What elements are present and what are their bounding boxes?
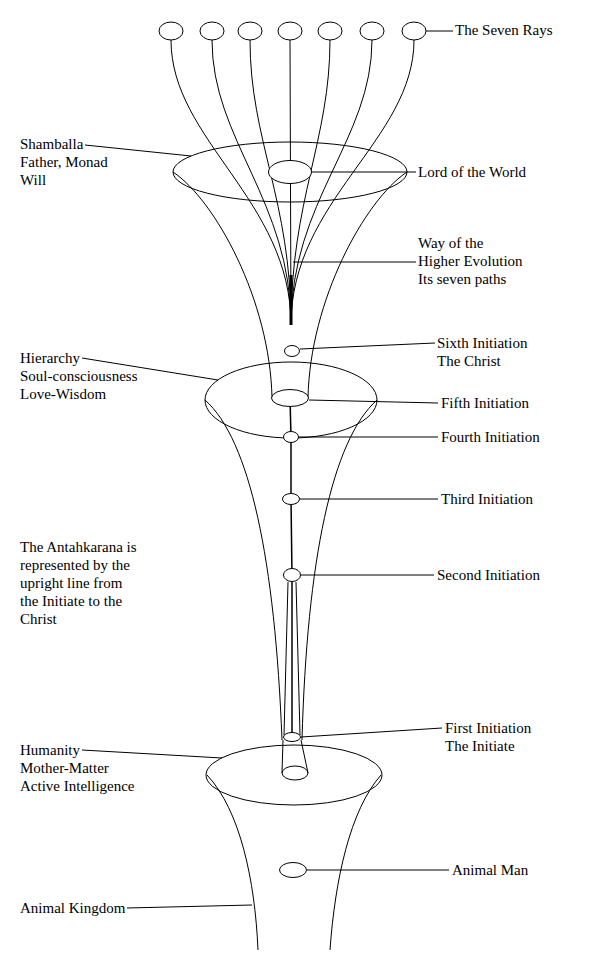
point-ellipse — [284, 569, 301, 582]
point-label: Fourth Initiation — [441, 428, 540, 446]
tube-end — [282, 766, 308, 780]
side-label: Humanity — [20, 741, 80, 759]
point-label: Sixth Initiation The Christ — [437, 334, 537, 370]
leader-line — [307, 870, 449, 871]
point-ellipse — [284, 733, 301, 742]
point-outline — [271, 389, 309, 407]
point-ellipse — [272, 390, 309, 407]
point-outline — [279, 862, 307, 878]
ray-circle — [159, 22, 183, 40]
point-ellipse — [283, 494, 300, 505]
humanity-funnel — [330, 775, 381, 950]
antahkarana-line — [291, 582, 293, 732]
point-label: Animal Man — [452, 861, 528, 879]
side-label: Active Intelligence — [20, 777, 135, 795]
leader-line — [312, 172, 416, 173]
point-ellipse — [285, 346, 300, 357]
side-label: Animal Kingdom — [20, 899, 125, 917]
side-label: Way of the Higher Evolution Its seven pa… — [418, 234, 526, 288]
side-label: Mother-Matter — [20, 759, 109, 777]
ray-line — [291, 40, 372, 325]
tube-line — [284, 582, 288, 735]
ray-line — [212, 40, 291, 325]
ray-line — [171, 40, 291, 325]
point-ellipse — [280, 863, 307, 878]
point-ellipse — [284, 432, 299, 443]
leader-line — [426, 31, 453, 32]
hierarchy-funnel — [302, 400, 377, 740]
initiation-point: Animal Man — [279, 862, 307, 878]
leader-line — [300, 343, 435, 349]
leader-line — [301, 728, 442, 737]
ray-circle — [238, 22, 262, 40]
point-label: Third Initiation — [441, 490, 533, 508]
side-label: The Antahkarana is represented by the up… — [20, 538, 142, 628]
initiation-point: Second Initiation — [283, 568, 301, 582]
point-outline — [282, 493, 300, 505]
leader-line — [82, 750, 222, 758]
initiation-point: Third Initiation — [282, 493, 300, 505]
point-outline — [283, 568, 301, 582]
ray-circle — [278, 22, 302, 40]
point-label: Fifth Initiation — [441, 394, 529, 412]
humanity-funnel — [207, 775, 258, 950]
hierarchy-rim — [205, 362, 377, 438]
point-outline — [283, 732, 301, 742]
antahkarana-line — [290, 505, 292, 568]
leader-line — [309, 400, 438, 403]
ray-circle — [360, 22, 384, 40]
leader-line — [299, 437, 438, 438]
initiation-point: Sixth Initiation The Christ — [284, 345, 300, 357]
initiation-point: Fifth Initiation — [271, 389, 309, 407]
leader-line — [301, 575, 434, 576]
leader-line — [127, 905, 252, 908]
ray-bundle — [290, 275, 293, 325]
ray-circle — [200, 22, 224, 40]
shamballa-funnel — [173, 172, 272, 398]
point-label: Second Initiation — [437, 566, 540, 584]
point-label: First Initiation The Initiate — [445, 719, 545, 755]
leader-line — [300, 499, 438, 500]
initiation-point: Lord of the World — [268, 160, 312, 184]
ray-circle — [318, 22, 342, 40]
initiation-point: First Initiation The Initiate — [283, 732, 301, 742]
ray-line — [291, 40, 414, 325]
humanity-rim — [206, 745, 382, 805]
side-label: Love-Wisdom — [20, 385, 106, 403]
antahkarana-line — [290, 443, 292, 493]
point-label: Lord of the World — [418, 163, 526, 181]
antahkarana-line — [289, 407, 291, 431]
ray-circle — [402, 22, 426, 40]
hierarchy-funnel — [205, 400, 282, 740]
point-outline — [268, 160, 312, 184]
point-outline — [283, 431, 299, 443]
point-ellipse — [269, 161, 312, 184]
initiation-point: Fourth Initiation — [283, 431, 299, 443]
side-label: Shamballa — [20, 135, 83, 153]
tube-line — [296, 582, 300, 735]
side-label: Hierarchy — [20, 349, 80, 367]
side-label: Soul-consciousness — [20, 367, 138, 385]
leader-line — [293, 262, 416, 263]
side-label: Will — [20, 171, 46, 189]
side-label: The Seven Rays — [455, 21, 552, 39]
point-outline — [284, 345, 300, 357]
side-label: Father, Monad — [20, 153, 108, 171]
